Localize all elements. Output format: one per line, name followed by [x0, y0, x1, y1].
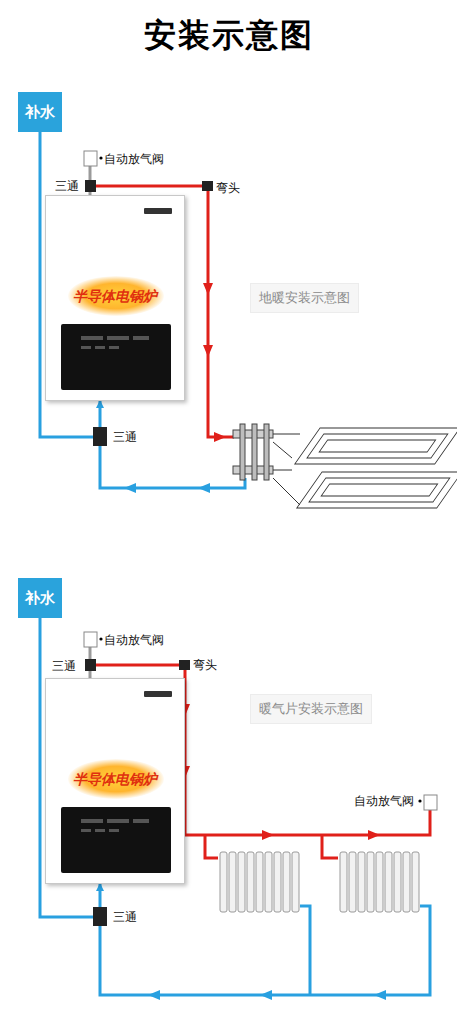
- part-label: 三通: [113, 429, 137, 446]
- part-label: 弯头: [193, 657, 217, 674]
- display-segment: [109, 346, 119, 349]
- return-pipe: [300, 906, 310, 995]
- flow-arrow: [198, 483, 210, 493]
- part-label: 三通: [55, 178, 79, 195]
- display-segment: [81, 346, 91, 349]
- flow-arrow: [368, 830, 380, 840]
- elbow-fitting: [179, 660, 190, 670]
- boiler-logo: 半导体电锅炉: [46, 771, 184, 789]
- control-panel: [61, 324, 171, 390]
- return-pipe: [100, 906, 430, 995]
- node-label: 补水: [25, 589, 55, 608]
- section-caption: 暖气片安装示意图: [250, 694, 372, 724]
- boiler-unit: 半导体电锅炉: [45, 195, 185, 401]
- flow-arrow: [124, 483, 136, 493]
- tee-fitting: [93, 907, 107, 926]
- brand-badge: [144, 691, 172, 697]
- tee-fitting: [85, 180, 96, 192]
- display-segment: [95, 346, 105, 349]
- node-label: 补水: [25, 103, 55, 122]
- return-pipe: [100, 446, 245, 488]
- section-caption: 地暖安装示意图: [250, 283, 359, 313]
- flow-arrow: [260, 990, 272, 1000]
- display-segment: [109, 829, 119, 832]
- flow-arrow: [203, 283, 213, 295]
- display-segment: [107, 336, 129, 340]
- flow-arrow: [148, 990, 160, 1000]
- part-label: 自动放气阀: [354, 793, 414, 810]
- part-label: 自动放气阀: [104, 632, 164, 649]
- vent-valve: [84, 151, 97, 166]
- control-panel: [61, 807, 171, 873]
- tee-fitting: [93, 427, 107, 446]
- display-segment: [81, 336, 103, 340]
- manifold: [233, 424, 273, 480]
- supply-pipe: [322, 835, 338, 858]
- vent-valve: [84, 632, 97, 647]
- leader-dot: [418, 799, 421, 802]
- tee-fitting: [93, 907, 107, 926]
- tee-fitting: [85, 659, 96, 671]
- boiler-logo: 半导体电锅炉: [46, 288, 184, 306]
- flow-arrow: [214, 432, 226, 442]
- radiator: [220, 852, 299, 912]
- floor-coil: [273, 428, 457, 508]
- display-segment: [81, 819, 103, 823]
- boiler-unit: 半导体电锅炉: [45, 678, 185, 884]
- display-segment: [107, 819, 129, 823]
- display-segment: [133, 336, 149, 340]
- vent-valve: [424, 795, 437, 810]
- supply-pipe: [205, 835, 218, 858]
- flow-arrow: [203, 345, 213, 357]
- elbow-fitting: [202, 181, 213, 191]
- display-segment: [95, 829, 105, 832]
- display-segment: [81, 829, 91, 832]
- tee-fitting: [93, 427, 107, 446]
- display-segment: [133, 819, 149, 823]
- water-supply-box: 补水: [18, 578, 62, 618]
- leader-dot: [99, 637, 102, 640]
- brand-badge: [144, 208, 172, 214]
- radiator: [340, 852, 419, 912]
- water-supply-box: 补水: [18, 92, 62, 132]
- leader-dot: [99, 156, 102, 159]
- part-label: 三通: [52, 658, 76, 675]
- flow-arrow: [262, 830, 274, 840]
- part-label: 自动放气阀: [104, 151, 164, 168]
- flow-arrow: [374, 990, 386, 1000]
- part-label: 弯头: [216, 180, 240, 197]
- part-label: 三通: [113, 909, 137, 926]
- diagram-title: 安装示意图: [0, 14, 457, 58]
